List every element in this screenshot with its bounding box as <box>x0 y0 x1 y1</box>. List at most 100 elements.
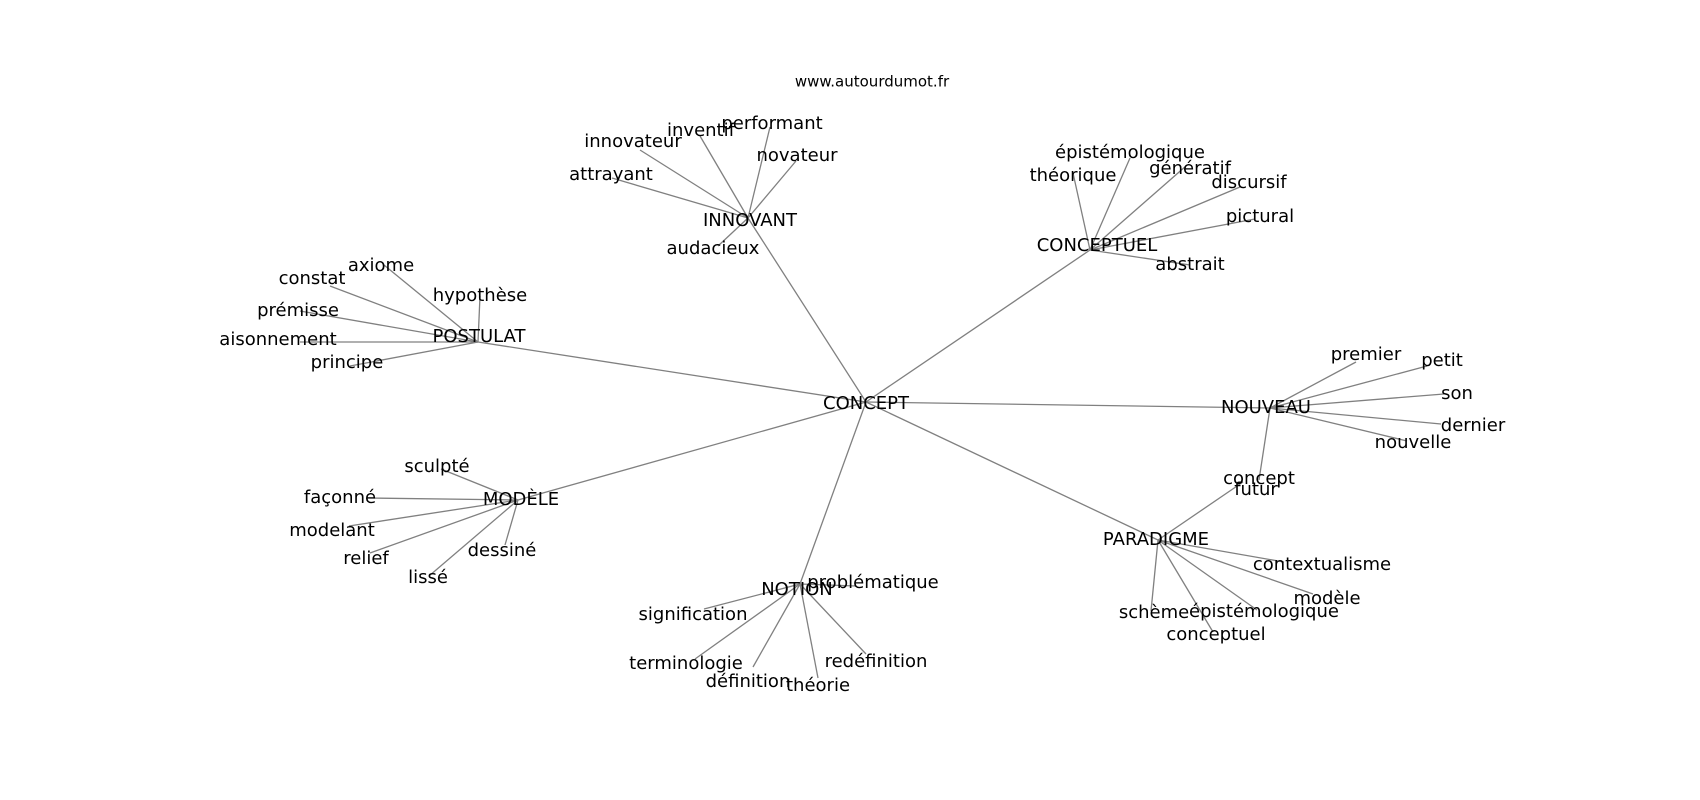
edge-hub-leaf <box>1258 407 1271 481</box>
edge-root-hub <box>865 401 1159 541</box>
edge-hub-leaf <box>329 285 479 343</box>
edge-hub-leaf <box>747 160 797 219</box>
leaf-node-label[interactable]: performant <box>721 113 822 134</box>
edge-hub-leaf <box>349 341 479 367</box>
leaf-node-label[interactable]: aisonnement <box>219 329 336 350</box>
leaf-node-label[interactable]: épistémologique <box>1189 601 1339 622</box>
leaf-node-label[interactable]: futur <box>1234 479 1278 500</box>
leaf-node-label[interactable]: problématique <box>807 572 938 593</box>
leaf-node-label[interactable]: modèle <box>1293 588 1360 609</box>
edge-hub-leaf <box>1157 481 1244 541</box>
edge-hub-leaf <box>1089 218 1256 251</box>
edge-root-hub <box>799 401 867 585</box>
edge-hub-leaf <box>369 499 519 554</box>
edge-root-hub <box>865 249 1091 403</box>
leaf-node-label[interactable]: hypothèse <box>433 285 528 306</box>
edge-hub-leaf <box>1157 539 1258 611</box>
leaf-node-label[interactable]: prémisse <box>257 300 339 321</box>
edge-hub-leaf <box>1269 365 1428 409</box>
edge-hub-leaf <box>366 497 519 501</box>
edge-hub-leaf <box>383 264 479 343</box>
edge-hub-leaf <box>299 310 479 343</box>
edge-hub-leaf <box>1269 361 1357 409</box>
edge-root-hub <box>865 401 1271 409</box>
hub-node-label[interactable]: INNOVANT <box>703 210 798 231</box>
leaf-node-label[interactable]: épistémologique <box>1055 142 1205 163</box>
edge-hub-leaf <box>1150 539 1159 612</box>
leaf-node-label[interactable]: terminologie <box>629 653 743 674</box>
edge-hub-leaf <box>799 583 819 679</box>
leaf-node-label[interactable]: nouvelle <box>1375 432 1452 453</box>
edge-hub-leaf <box>428 499 519 577</box>
edge-hub-leaf <box>477 295 481 343</box>
edge-hub-leaf <box>504 499 519 546</box>
leaf-node-label[interactable]: concept <box>1223 468 1295 489</box>
edge-root-hub <box>517 401 867 501</box>
leaf-node-label[interactable]: son <box>1441 383 1473 404</box>
edge-hub-leaf <box>1089 157 1131 251</box>
edge-hub-leaf <box>694 583 801 660</box>
leaf-node-label[interactable]: redéfinition <box>825 651 928 672</box>
leaf-node-label[interactable]: axiome <box>348 255 414 276</box>
edge-root-hub <box>477 341 867 403</box>
hub-node-label[interactable]: PARADIGME <box>1103 529 1209 550</box>
leaf-node-label[interactable]: signification <box>639 604 748 625</box>
edge-hub-leaf <box>1089 249 1191 266</box>
leaf-node-label[interactable]: abstrait <box>1155 254 1224 275</box>
leaf-node-label[interactable]: audacieux <box>667 238 760 259</box>
hub-node-label[interactable]: MODÈLE <box>483 488 559 510</box>
leaf-node-label[interactable]: définition <box>706 671 791 692</box>
edge-hub-leaf <box>703 583 801 610</box>
leaf-node-label[interactable]: sculpté <box>404 456 469 477</box>
leaf-node-label[interactable]: modelant <box>289 520 375 541</box>
leaf-node-label[interactable]: relief <box>343 548 389 569</box>
edge-hub-leaf <box>799 583 857 587</box>
leaf-node-label[interactable]: premier <box>1331 344 1402 365</box>
leaf-node-label[interactable]: schème <box>1119 602 1189 623</box>
leaf-node-label[interactable]: pictural <box>1226 206 1294 227</box>
leaf-node-label[interactable]: dernier <box>1441 415 1506 436</box>
edge-hub-leaf <box>1072 172 1091 251</box>
edge-hub-leaf <box>639 149 749 219</box>
edges-layer <box>299 126 1445 679</box>
edge-hub-leaf <box>699 135 749 219</box>
edge-hub-leaf <box>717 217 749 247</box>
leaf-node-label[interactable]: discursif <box>1211 172 1287 193</box>
edge-root-hub <box>747 217 867 403</box>
edge-hub-leaf <box>799 583 867 655</box>
edge-hub-leaf <box>1269 393 1445 409</box>
leaf-node-label[interactable]: constat <box>279 268 346 289</box>
hub-node-label[interactable]: POSTULAT <box>433 326 527 347</box>
edge-hub-leaf <box>440 468 519 501</box>
edge-hub-leaf <box>1157 539 1285 563</box>
root-node-label[interactable]: CONCEPT <box>823 393 910 414</box>
hub-node-label[interactable]: CONCEPTUEL <box>1037 235 1158 256</box>
leaf-node-label[interactable]: novateur <box>756 145 838 166</box>
edge-hub-leaf <box>1269 407 1408 442</box>
leaf-node-label[interactable]: principe <box>311 352 384 373</box>
leaf-node-label[interactable]: conceptuel <box>1166 624 1265 645</box>
leaf-node-label[interactable]: façonné <box>304 487 376 508</box>
leaf-node-label[interactable]: contextualisme <box>1253 554 1391 575</box>
leaf-node-label[interactable]: théorie <box>786 675 850 696</box>
edge-hub-leaf <box>747 126 771 219</box>
leaf-node-label[interactable]: dessiné <box>468 540 537 561</box>
leaf-node-label[interactable]: lissé <box>408 567 448 588</box>
hub-node-label[interactable]: NOTION <box>761 579 833 600</box>
hub-node-label[interactable]: NOUVEAU <box>1221 397 1311 418</box>
edge-hub-leaf <box>1157 539 1214 633</box>
leaf-node-label[interactable]: théorique <box>1030 165 1117 186</box>
edge-hub-leaf <box>348 499 519 527</box>
source-credit: www.autourdumot.fr <box>795 73 950 91</box>
leaf-node-label[interactable]: innovateur <box>584 131 682 152</box>
edge-hub-leaf <box>1089 165 1187 251</box>
leaf-node-label[interactable]: petit <box>1421 350 1463 371</box>
edge-hub-leaf <box>611 177 749 219</box>
leaf-node-label[interactable]: inventif <box>667 120 736 141</box>
edge-hub-leaf <box>1157 539 1314 595</box>
leaf-node-label[interactable]: attrayant <box>569 164 653 185</box>
leaf-node-label[interactable]: génératif <box>1149 158 1231 179</box>
edge-hub-leaf <box>1089 186 1241 251</box>
